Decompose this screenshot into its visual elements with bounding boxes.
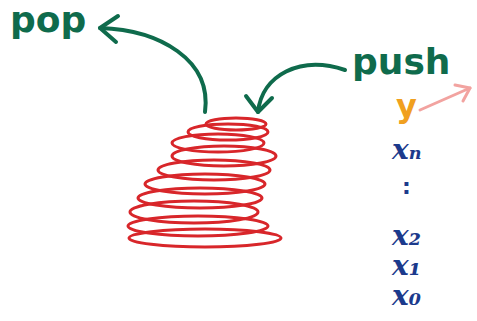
output-arrow [420,85,470,110]
stack-item: xₙ [392,136,422,164]
stack-item: x₀ [392,282,421,310]
pop-arrow [100,16,206,112]
stack-item: x₁ [392,252,421,280]
pop-label: pop [10,2,86,38]
stack-item: x₂ [392,222,421,250]
stack-coil [128,118,281,247]
ellipsis-mark: : [402,176,411,198]
push-label: push [352,44,450,80]
push-arrow [246,65,345,112]
output-value: y [396,90,417,122]
